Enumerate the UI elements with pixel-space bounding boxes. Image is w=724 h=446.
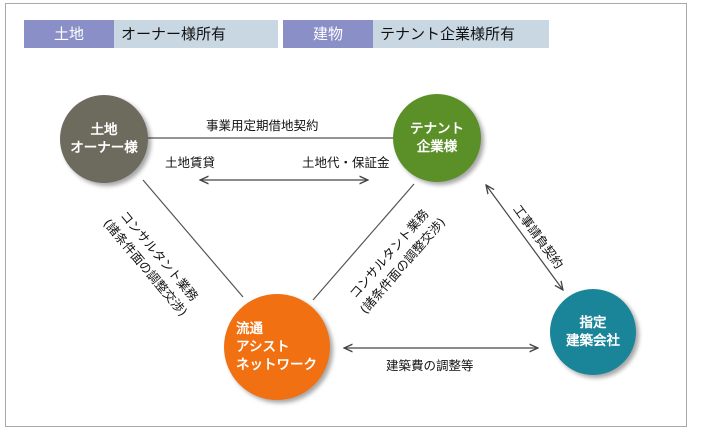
- legend-land: 土地 オーナー様所有: [24, 20, 278, 48]
- diagram-frame: [5, 3, 687, 427]
- legend-building: 建物 テナント企業様所有: [283, 20, 549, 48]
- node-asset-network-text: 流通 アシスト ネットワーク: [236, 321, 317, 373]
- label-lease-contract: 事業用定期借地契約: [206, 118, 319, 133]
- legend-building-label: 建物: [283, 20, 373, 48]
- node-builder-text: 指定 建築会社: [566, 315, 620, 349]
- node-land-owner: 土地 オーナー様: [60, 95, 148, 183]
- legend-land-owner: オーナー様所有: [114, 20, 278, 48]
- construction-contract-arrow: [486, 185, 563, 290]
- legend-building-owner: テナント企業様所有: [373, 20, 549, 48]
- node-tenant: テナント 企業様: [393, 94, 481, 182]
- node-asset-network: 流通 アシスト ネットワーク: [224, 294, 330, 400]
- node-land-owner-text: 土地 オーナー様: [70, 122, 138, 156]
- line-owner-network: [142, 179, 244, 298]
- node-tenant-text: テナント 企業様: [410, 121, 464, 155]
- node-builder: 指定 建築会社: [550, 289, 636, 375]
- line-tenant-network: [312, 183, 415, 301]
- label-land-fee-deposit: 土地代・保証金: [302, 155, 390, 170]
- label-land-rent: 土地賃貸: [165, 155, 216, 170]
- legend-land-label: 土地: [24, 20, 114, 48]
- label-construction-cost-adjustment: 建築費の調整等: [386, 358, 474, 373]
